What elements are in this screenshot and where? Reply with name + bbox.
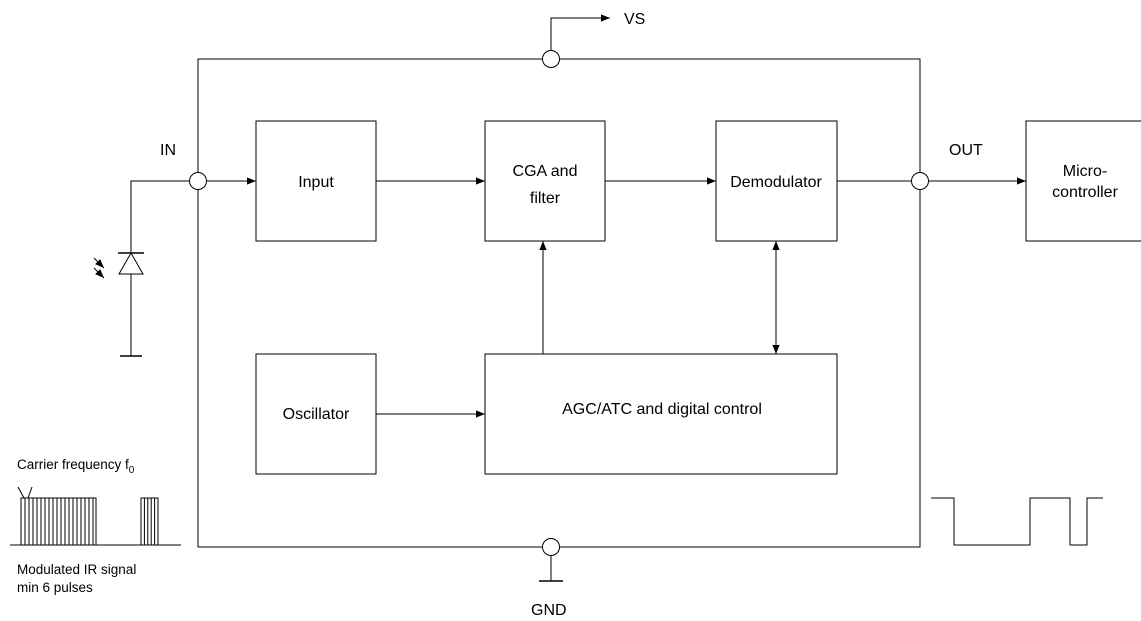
in-pin: IN [160,142,207,190]
agc-atc-block [484,353,838,475]
input-block [255,120,377,242]
pulse-burst-2 [140,497,159,546]
photodiode-circuit [93,180,189,357]
vs-pin-label: VS [624,11,645,28]
modulated-signal-label-line2: min 6 pulses [17,580,93,595]
output-waveform [931,497,1103,546]
light-rays-icon [93,257,105,279]
agc-label: AGC/ATC and digital control [562,401,762,418]
demodulator-label: Demodulator [730,174,822,191]
vs-pin: VS [542,11,645,68]
gnd-pin: GND [531,538,567,619]
cga-label-line2: filter [530,190,561,207]
modulated-signal-label-line1: Modulated IR signal [17,562,136,577]
in-pin-label: IN [160,142,176,159]
pulse-burst-1 [20,497,97,546]
gnd-pin-label: GND [531,602,567,619]
oscillator-label: Oscillator [283,406,350,423]
cga-label-line1: CGA and [513,163,578,180]
photodiode-icon [118,251,144,275]
out-pin: OUT [911,142,983,190]
carrier-frequency-label: Carrier frequency f0 [17,457,135,476]
microcontroller-label-line1: Micro- [1063,163,1107,180]
microcontroller-block [1025,120,1141,242]
out-pin-label: OUT [949,142,983,159]
modulated-ir-signal: Carrier frequency f0 Modulated IR signal… [10,457,181,595]
microcontroller-label-line2: controller [1052,184,1118,201]
cga-filter-block [484,120,606,242]
input-label: Input [298,174,334,191]
